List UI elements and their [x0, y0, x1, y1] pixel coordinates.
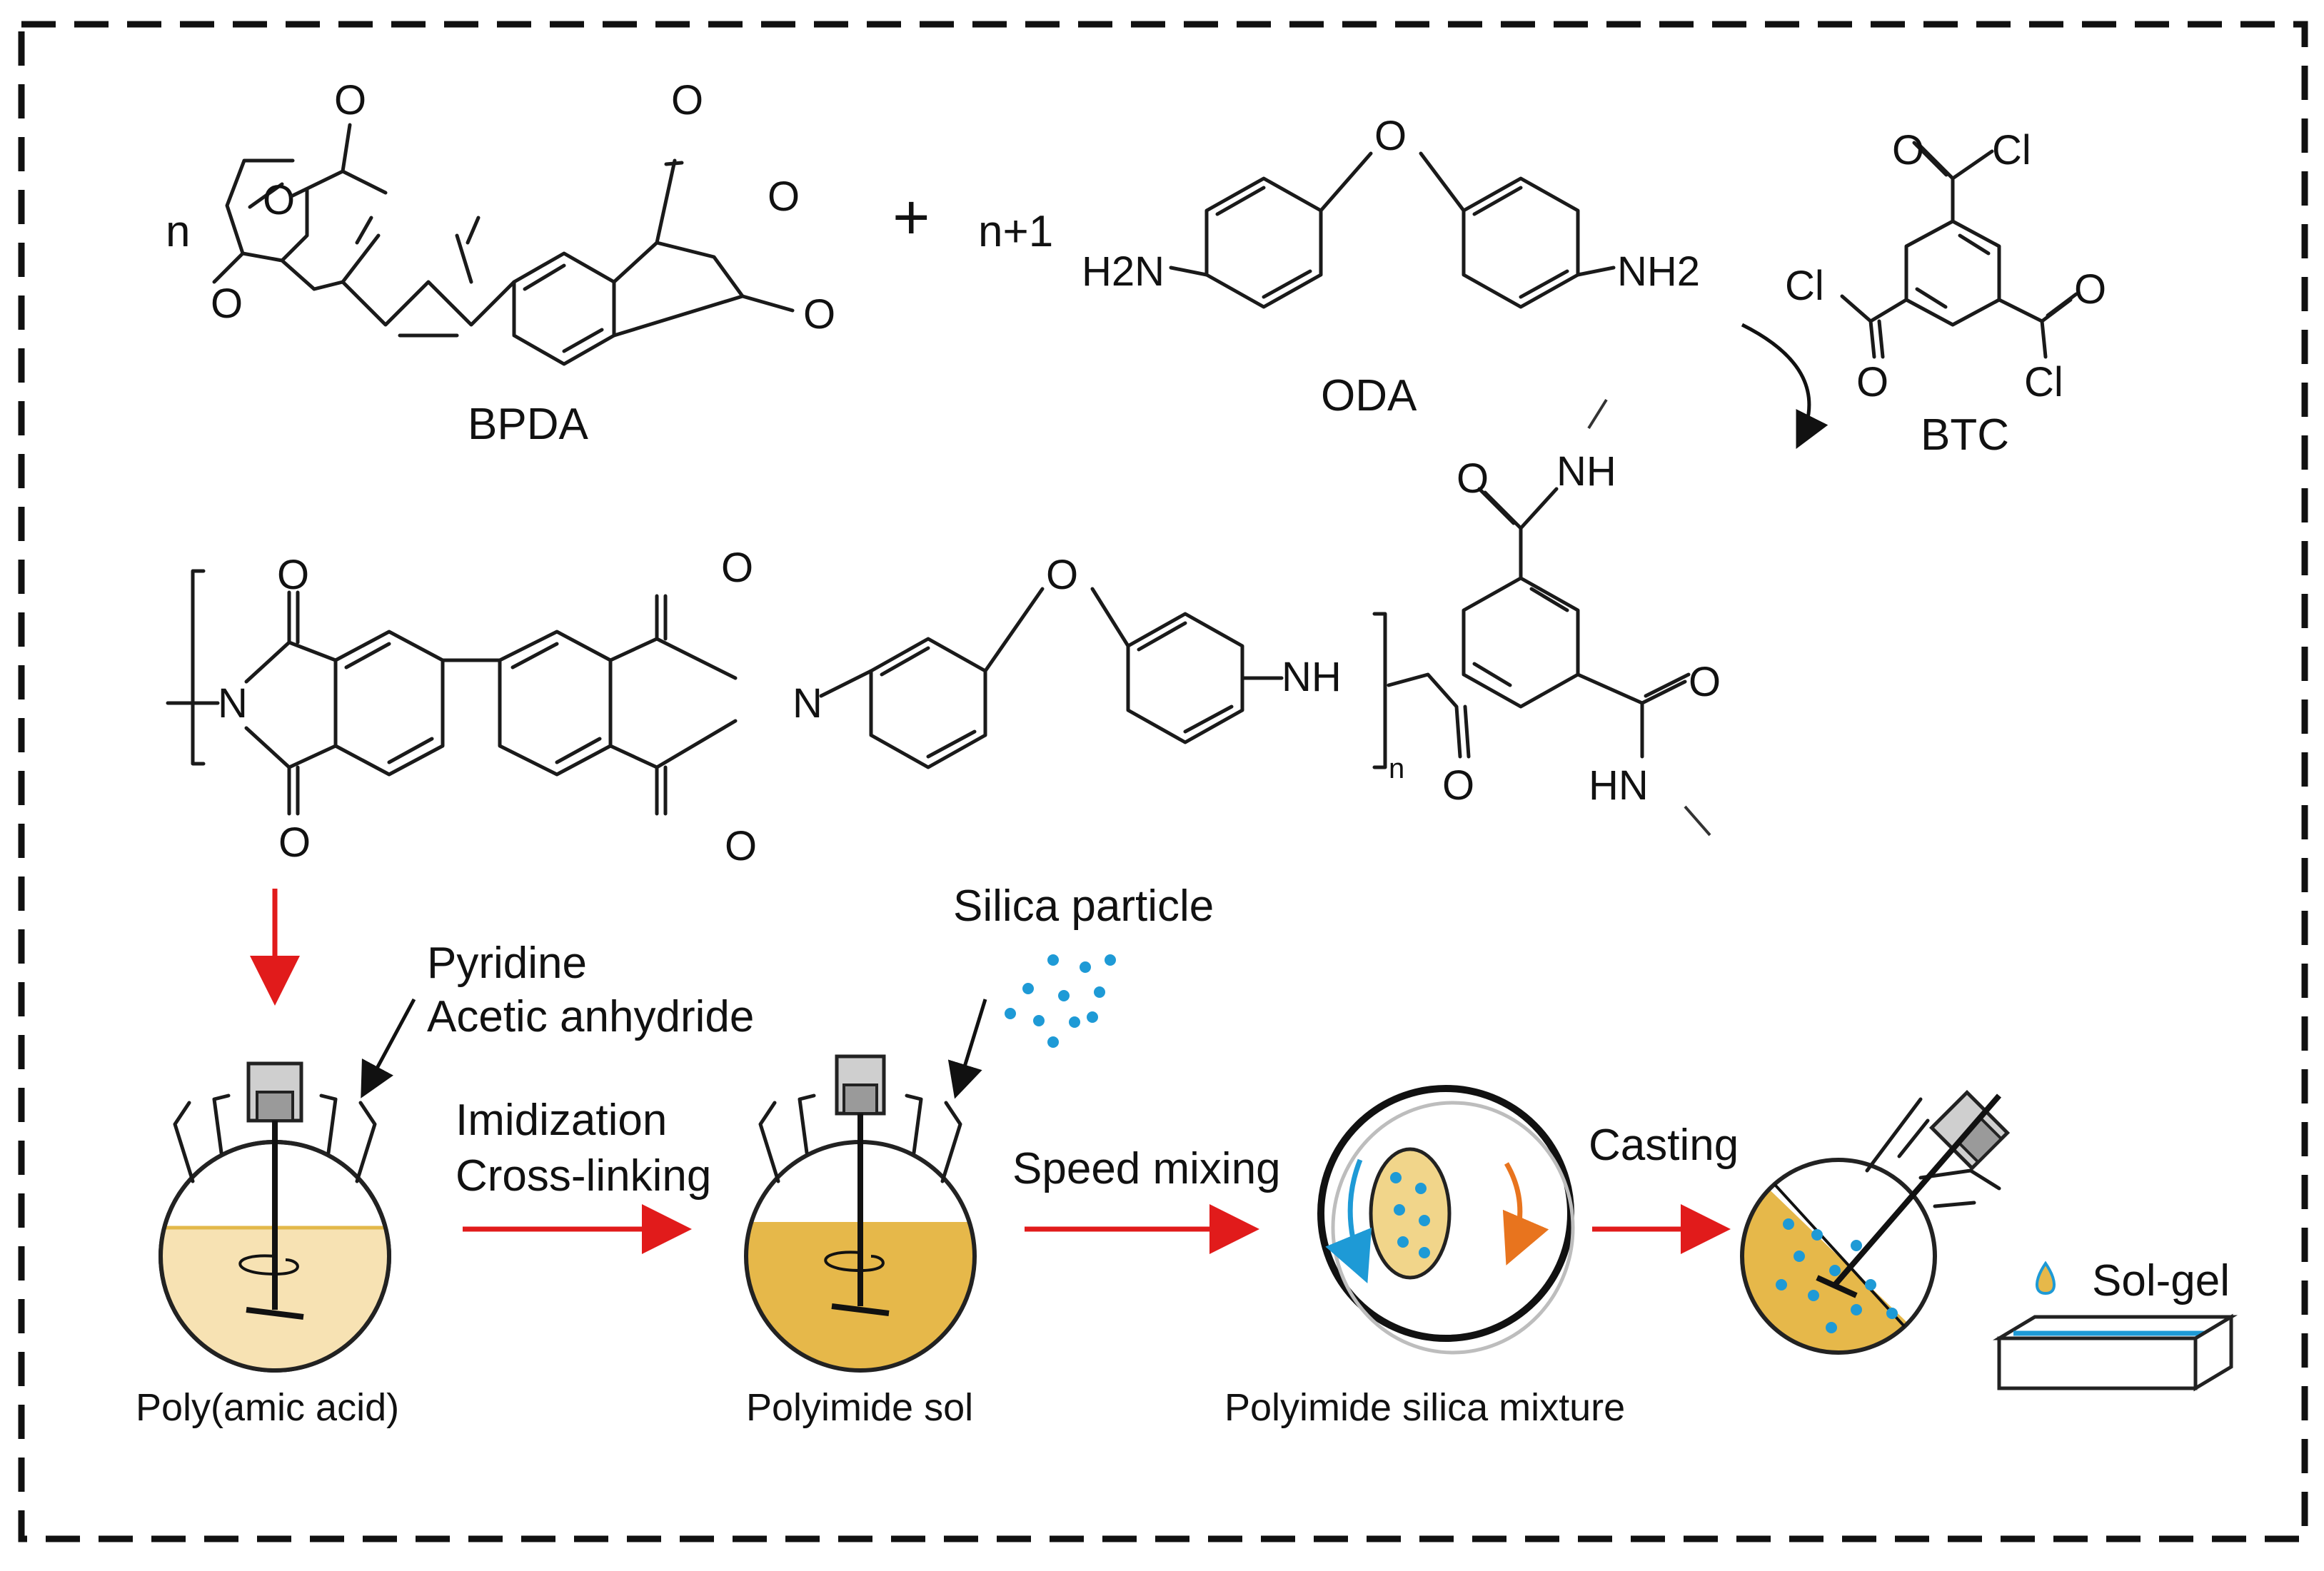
caption-polyimide-sol: Polyimide sol [746, 1386, 973, 1429]
bpda-atom-o1: O [211, 281, 243, 327]
btc-o2: O [1856, 359, 1888, 405]
reaction-curved-arrow [1741, 323, 1828, 449]
imide-o4: O [725, 823, 757, 869]
flask-casting [1740, 1089, 2011, 1355]
imide-o3: O [721, 545, 753, 591]
dashed-frame [18, 21, 2308, 1542]
btc-cl1: Cl [1992, 127, 2031, 173]
bpda-coefficient: n [166, 207, 190, 256]
sol-gel-mould: Sol-gel [1992, 1256, 2238, 1392]
bpda-structure: n O O O O O O BPDA [166, 77, 835, 449]
silica-particles [1005, 954, 1116, 1048]
flask-poly-amic-acid [159, 1061, 391, 1373]
btc-label: BTC [1921, 410, 2009, 460]
btc-structure: O Cl Cl O O Cl BTC [1785, 127, 2106, 460]
silica-arrow [947, 999, 987, 1099]
oda-structure: n+1 O H2N NH2 ODA [978, 113, 1700, 420]
imide-n-right: N [793, 680, 823, 727]
amide-hn: HN [1589, 762, 1649, 809]
reagent-pyridine: Pyridine [427, 939, 587, 988]
oda-right-amine: NH2 [1617, 248, 1700, 295]
flask-polyimide-sol [744, 1054, 977, 1373]
bpda-atom-o4: O [671, 77, 703, 123]
btc-o3: O [2074, 266, 2106, 313]
amide-o1: O [1442, 762, 1474, 809]
reagent-arrow [361, 998, 416, 1098]
btc-cl3: Cl [2024, 359, 2063, 405]
oda-left-amine: H2N [1082, 248, 1164, 295]
bpda-atom-o2: O [263, 177, 295, 223]
sol-gel-droplet [2036, 1261, 2056, 1295]
sol-gel-label: Sol-gel [2092, 1256, 2230, 1305]
bpda-label: BPDA [468, 400, 588, 449]
oda-ether-o: O [1374, 113, 1407, 159]
step1-imidization: Imidization [456, 1096, 667, 1145]
speed-mixer [1317, 1085, 1575, 1355]
polyimide-nh: NH [1282, 654, 1342, 700]
step2-speed-mixing: Speed mixing [1012, 1144, 1281, 1193]
polyimide-structure: n N O O O O N O NH O [166, 398, 1721, 869]
caption-poly-amic-acid: Poly(amic acid) [136, 1386, 399, 1429]
silica-label: Silica particle [953, 882, 1214, 931]
step1-cross-linking: Cross-linking [456, 1151, 711, 1201]
btc-o1: O [1892, 127, 1924, 173]
polyimide-ether-o: O [1046, 552, 1078, 598]
step3-casting: Casting [1589, 1121, 1739, 1170]
imide-n-left: N [218, 680, 248, 727]
amide-o3: O [1689, 659, 1721, 705]
repeat-subscript: n [1389, 753, 1404, 784]
bpda-atom-o5: O [768, 173, 800, 220]
mixer-sample [1369, 1147, 1452, 1280]
plus-sign: + [892, 182, 930, 253]
imide-o1: O [277, 552, 309, 598]
oda-coefficient: n+1 [978, 207, 1053, 256]
amide-o2: O [1457, 455, 1489, 502]
oda-label: ODA [1321, 371, 1417, 420]
bpda-atom-o6: O [803, 291, 835, 338]
amide-nh1: NH [1556, 448, 1616, 495]
caption-polyimide-silica-mixture: Polyimide silica mixture [1224, 1386, 1625, 1429]
reagent-acetic-anhydride: Acetic anhydride [427, 992, 754, 1041]
bpda-atom-o3: O [334, 77, 366, 123]
btc-cl2: Cl [1785, 263, 1824, 309]
imide-o2: O [278, 819, 311, 866]
